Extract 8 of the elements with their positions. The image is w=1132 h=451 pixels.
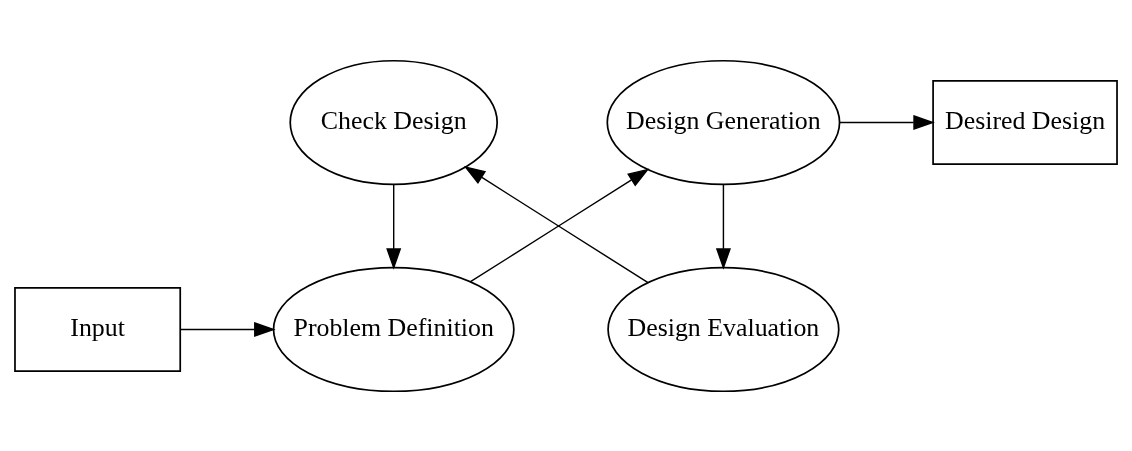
arrow [715,183,731,270]
node-box: Input [14,286,182,372]
arrow [179,321,276,337]
arrow [386,183,402,270]
arrow [839,114,935,130]
node-ellipse: Design Evaluation [607,266,840,392]
node-box: Desired Design [932,79,1118,165]
node-ellipse: Problem Definition [272,266,515,392]
